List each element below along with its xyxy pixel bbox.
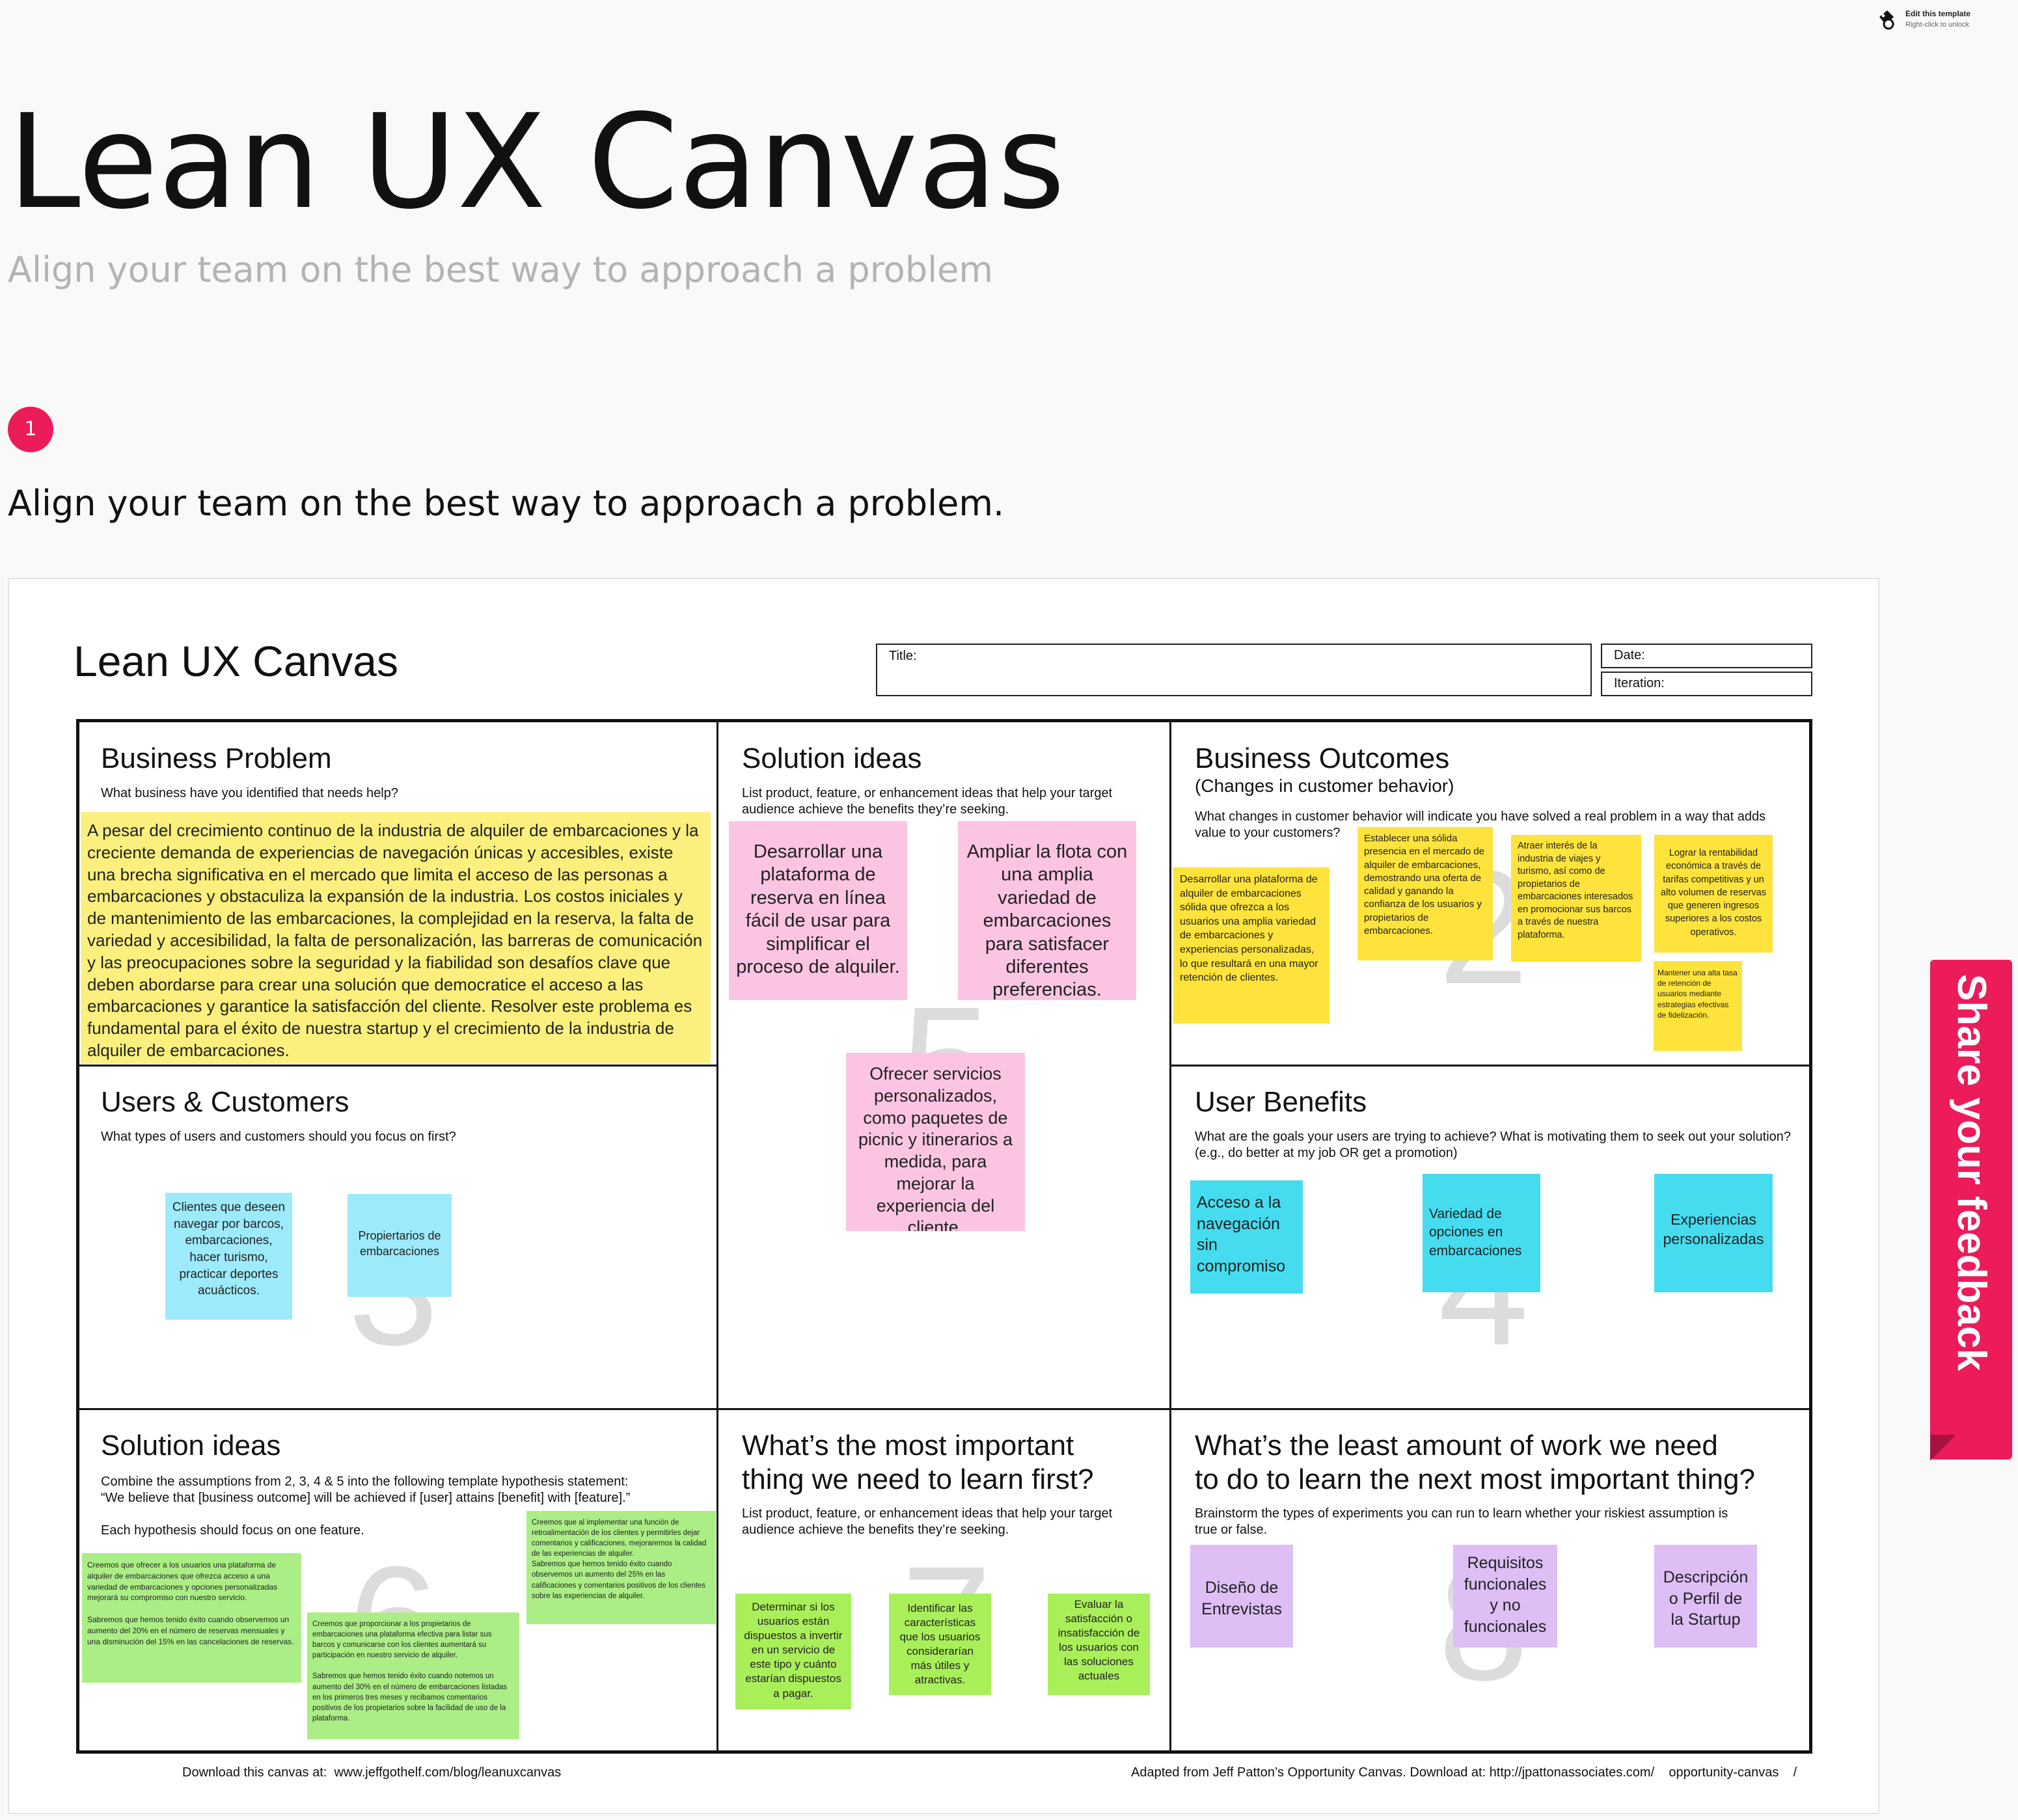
date-field[interactable]: Date: — [1601, 644, 1812, 668]
sticky-note[interactable]: Lograr la rentabilidad económica a travé… — [1654, 835, 1773, 953]
sticky-note[interactable]: Creemos que ofrecer a los usuarios una p… — [82, 1553, 301, 1683]
sticky-note[interactable]: Acceso a la navegación sin compromiso — [1190, 1180, 1303, 1294]
sticky-note[interactable]: Mantener una alta tasa de retención de u… — [1654, 961, 1742, 1051]
canvas-grid — [76, 719, 1812, 1754]
users-customers-heading: Users & Customers — [101, 1086, 349, 1118]
solution-ideas-description: List product, feature, or enhancement id… — [742, 786, 1113, 817]
sticky-note[interactable]: Determinar si los usuarios están dispues… — [735, 1594, 851, 1709]
user-benefits-heading: User Benefits — [1195, 1086, 1367, 1118]
feedback-tab-fold — [1930, 1435, 1956, 1461]
grid-divider — [716, 722, 718, 1754]
hypothesis-description-3: Each hypothesis should focus on one feat… — [101, 1523, 364, 1538]
sticky-note[interactable]: Desarrollar una plataforma de reserva en… — [729, 821, 907, 1000]
business-problem-note[interactable]: A pesar del crecimiento continuo de la i… — [81, 812, 711, 1064]
edit-template-subtitle: Right-click to unlock — [1905, 21, 1969, 29]
least-work-description: Brainstorm the types of experiments you … — [1195, 1506, 1728, 1537]
sticky-note[interactable]: Identificar las características que los … — [889, 1594, 991, 1695]
sticky-note[interactable]: Establecer una sólida presencia en el me… — [1357, 827, 1493, 960]
sticky-note[interactable]: Creemos que al implementar una función d… — [526, 1511, 716, 1624]
sticky-note[interactable]: Variedad de opciones en embarcaciones — [1423, 1174, 1540, 1292]
footer-right-text[interactable]: Adapted from Jeff Patton’s Opportunity C… — [1131, 1765, 1655, 1780]
sticky-note[interactable]: Clientes que deseen navegar por barcos, … — [165, 1193, 292, 1320]
title-field[interactable]: Title: — [876, 644, 1592, 696]
business-outcomes-subheading: (Changes in customer behavior) — [1195, 776, 1454, 796]
footer-right-slash: / — [1793, 1765, 1797, 1780]
canvas-title: Lean UX Canvas — [74, 637, 398, 685]
users-customers-description: What types of users and customers should… — [101, 1130, 456, 1144]
hypothesis-description-2: “We believe that [business outcome] will… — [101, 1491, 631, 1505]
grid-divider — [79, 1065, 717, 1066]
business-problem-heading: Business Problem — [101, 742, 332, 774]
hypothesis-description-1: Combine the assumptions from 2, 3, 4 & 5… — [101, 1474, 629, 1489]
grid-divider — [1169, 1065, 1812, 1066]
user-benefits-description: What are the goals your users are trying… — [1195, 1130, 1792, 1160]
least-work-heading-2: to do to learn the next most important t… — [1195, 1463, 1755, 1495]
iteration-field[interactable]: Iteration: — [1601, 672, 1812, 696]
step-description: Align your team on the best way to appro… — [8, 483, 1005, 524]
business-outcomes-heading: Business Outcomes — [1195, 742, 1450, 774]
sticky-note[interactable]: Ofrecer servicios personalizados, como p… — [846, 1053, 1025, 1231]
business-outcomes-description: What changes in customer behavior will i… — [1195, 809, 1766, 840]
grid-divider — [79, 1408, 1812, 1410]
grid-divider — [1169, 722, 1171, 1754]
page-title: Lean UX Canvas — [8, 87, 1065, 238]
sticky-note[interactable]: Evaluar la satisfacción o insatisfacción… — [1048, 1594, 1150, 1695]
share-feedback-label: Share your feedback — [1949, 974, 1994, 1371]
hypothesis-heading: Solution ideas — [101, 1430, 281, 1461]
edit-lock-icon — [1879, 10, 1894, 30]
sticky-note[interactable]: Requisitos funcionales y no funcionales — [1453, 1545, 1557, 1648]
sticky-note[interactable]: Atraer interés de la industria de viajes… — [1511, 835, 1641, 962]
business-problem-description: What business have you identified that n… — [101, 786, 398, 800]
sticky-note[interactable]: Diseño de Entrevistas — [1190, 1545, 1293, 1648]
sticky-note[interactable]: Creemos que proporcionar a los propietar… — [307, 1612, 519, 1739]
sticky-note[interactable]: Propiertarios de embarcaciones — [348, 1194, 452, 1297]
sticky-note[interactable]: Descripción o Perfil de la Startup — [1654, 1545, 1757, 1648]
share-feedback-button[interactable]: Share your feedback — [1930, 960, 2012, 1460]
footer-left-link[interactable]: www.jeffgothelf.com/blog/leanuxcanvas — [334, 1765, 562, 1780]
sticky-note[interactable]: Experiencias personalizadas — [1654, 1174, 1773, 1292]
sticky-note[interactable]: Ampliar la flota con una amplia variedad… — [958, 821, 1136, 1000]
footer-left-label: Download this canvas at: — [182, 1765, 327, 1780]
footer-right: Adapted from Jeff Patton’s Opportunity C… — [1131, 1765, 1797, 1780]
least-work-heading-1: What’s the least amount of work we need — [1195, 1430, 1718, 1461]
edit-template-title: Edit this template — [1905, 9, 1971, 18]
footer-right-link[interactable]: opportunity-canvas — [1669, 1765, 1779, 1780]
sticky-note[interactable]: Desarrollar una plataforma de alquiler d… — [1173, 867, 1329, 1024]
most-important-description: List product, feature, or enhancement id… — [742, 1506, 1113, 1537]
most-important-heading-1: What’s the most important — [742, 1430, 1074, 1461]
solution-ideas-heading: Solution ideas — [742, 742, 922, 774]
most-important-heading-2: thing we need to learn first? — [742, 1463, 1094, 1495]
footer-left: Download this canvas at: www.jeffgothelf… — [182, 1765, 561, 1780]
step-number-badge: 1 — [8, 407, 53, 452]
page-subtitle: Align your team on the best way to appro… — [8, 249, 993, 290]
edit-template-hint[interactable]: Edit this template Right-click to unlock — [1874, 7, 2011, 33]
